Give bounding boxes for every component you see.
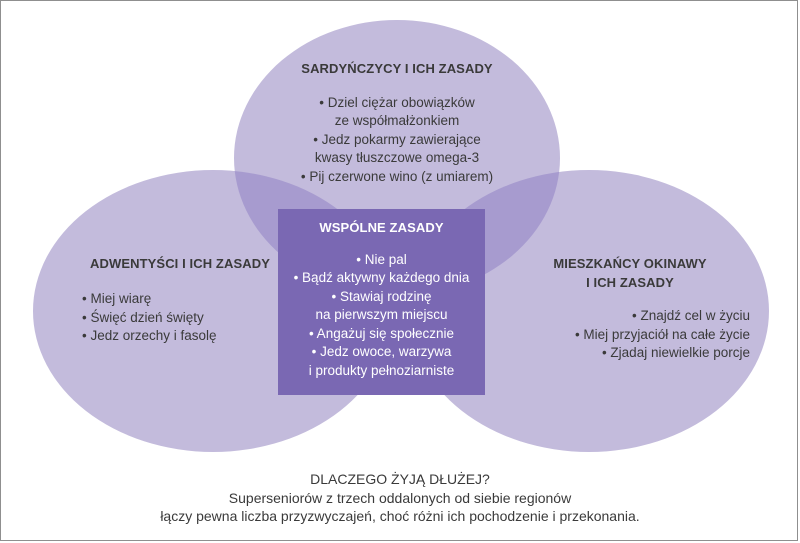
footer-caption: DLACZEGO ŻYJĄ DŁUŻEJ? Superseniorów z tr… <box>0 470 800 526</box>
okinawa-title-line1: MIESZKAŃCY OKINAWY <box>553 256 707 271</box>
list-item: • Miej przyjaciół na całe życie <box>574 326 750 342</box>
list-item: • Miej wiarę <box>82 291 152 306</box>
sardinians-title: SARDYŃCZYCY I ICH ZASADY <box>301 61 493 76</box>
adventists-list: • Miej wiarę • Święć dzień święty • Jedz… <box>82 290 282 346</box>
footer-line: łączy pewna liczba przyzwyczajeń, choć r… <box>160 508 640 524</box>
list-item: • Pij czerwone wino (z umiarem) <box>300 168 494 184</box>
adventists-group: ADWENTYŚCI I ICH ZASADY <box>70 255 290 274</box>
common-list: • Nie pal • Bądź aktywny każdego dnia • … <box>278 251 485 381</box>
list-item: • Jedz owoce, warzywa <box>311 344 452 359</box>
list-item: • Jedz orzechy i fasolę <box>82 328 217 343</box>
list-item: kwasy tłuszczowe omega-3 <box>314 150 480 165</box>
list-item: • Bądź aktywny każdego dnia <box>293 270 470 285</box>
list-item: • Święć dzień święty <box>82 309 204 325</box>
list-item: • Nie pal <box>356 251 407 267</box>
list-item: ze współmałżonkiem <box>334 113 460 128</box>
footer-line: Superseniorów z trzech oddalonych od sie… <box>228 489 572 506</box>
okinawa-group: MIESZKAŃCY OKINAWY I ICH ZASADY <box>500 255 760 292</box>
common-rules-box: WSPÓLNE ZASADY • Nie pal • Bądź aktywny … <box>278 209 485 395</box>
list-item: • Dziel ciężar obowiązków <box>319 94 475 110</box>
sardinians-group: SARDYŃCZYCY I ICH ZASADY • Dziel ciężar … <box>247 60 547 186</box>
adventists-title: ADWENTYŚCI I ICH ZASADY <box>90 256 270 271</box>
list-item: • Zjadaj niewielkie porcje <box>601 345 750 360</box>
footer-heading: DLACZEGO ŻYJĄ DŁUŻEJ? <box>310 471 490 487</box>
okinawa-title-line2: I ICH ZASADY <box>586 274 674 290</box>
overlap-right-top <box>409 170 560 296</box>
list-item: • Znajdź cel w życiu <box>631 308 750 323</box>
sardinians-list: • Dziel ciężar obowiązków ze współmałżon… <box>247 94 547 187</box>
list-item: • Stawiaj rodzinę <box>331 288 432 304</box>
list-item: na pierwszym miejscu <box>315 307 448 322</box>
common-title: WSPÓLNE ZASADY <box>319 220 444 235</box>
list-item: • Jedz pokarmy zawierające <box>313 131 481 147</box>
list-item: • Angażuj się społecznie <box>308 325 455 341</box>
list-item: i produkty pełnoziarniste <box>308 362 455 378</box>
okinawa-list: • Znajdź cel w życiu • Miej przyjaciół n… <box>500 307 750 363</box>
